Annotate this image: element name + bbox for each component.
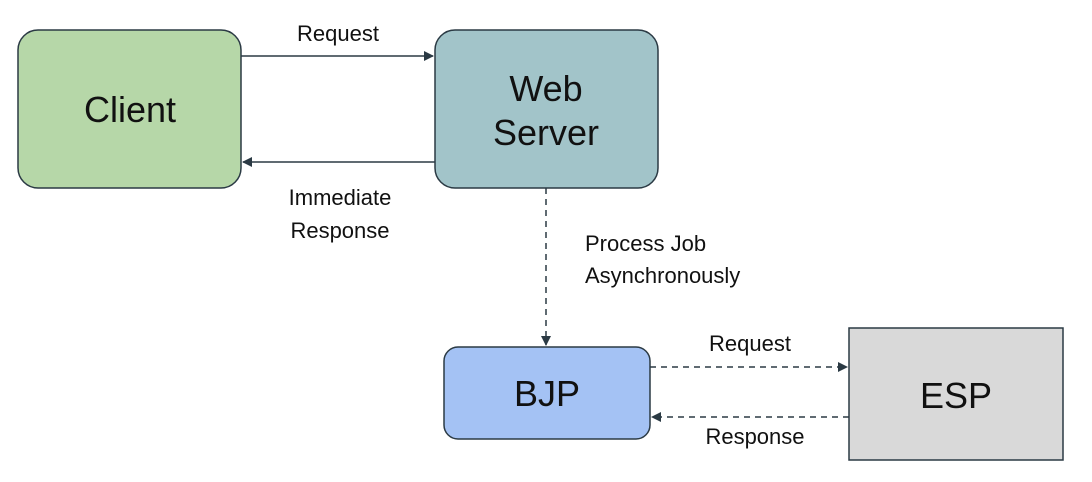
- bjp-node: BJP: [443, 346, 651, 440]
- esp-label: ESP: [920, 375, 992, 416]
- esp-to-bjp-label: Response: [705, 424, 804, 449]
- web-server-label-line1: Web: [509, 68, 582, 109]
- client-to-server-label: Request: [297, 21, 379, 46]
- web-server-label-line2: Server: [493, 112, 599, 153]
- bjp-to-esp-label: Request: [709, 331, 791, 356]
- server-to-client-label-line1: Immediate: [289, 185, 392, 210]
- bjp-label: BJP: [514, 373, 580, 414]
- web-server-node: Web Server: [434, 29, 659, 189]
- client-node: Client: [17, 29, 242, 189]
- client-label: Client: [84, 89, 176, 130]
- server-to-client-label-line2: Response: [290, 218, 389, 243]
- server-to-bjp-label-line2: Asynchronously: [585, 263, 740, 288]
- server-to-bjp-label-line1: Process Job: [585, 231, 706, 256]
- esp-node: ESP: [848, 327, 1064, 461]
